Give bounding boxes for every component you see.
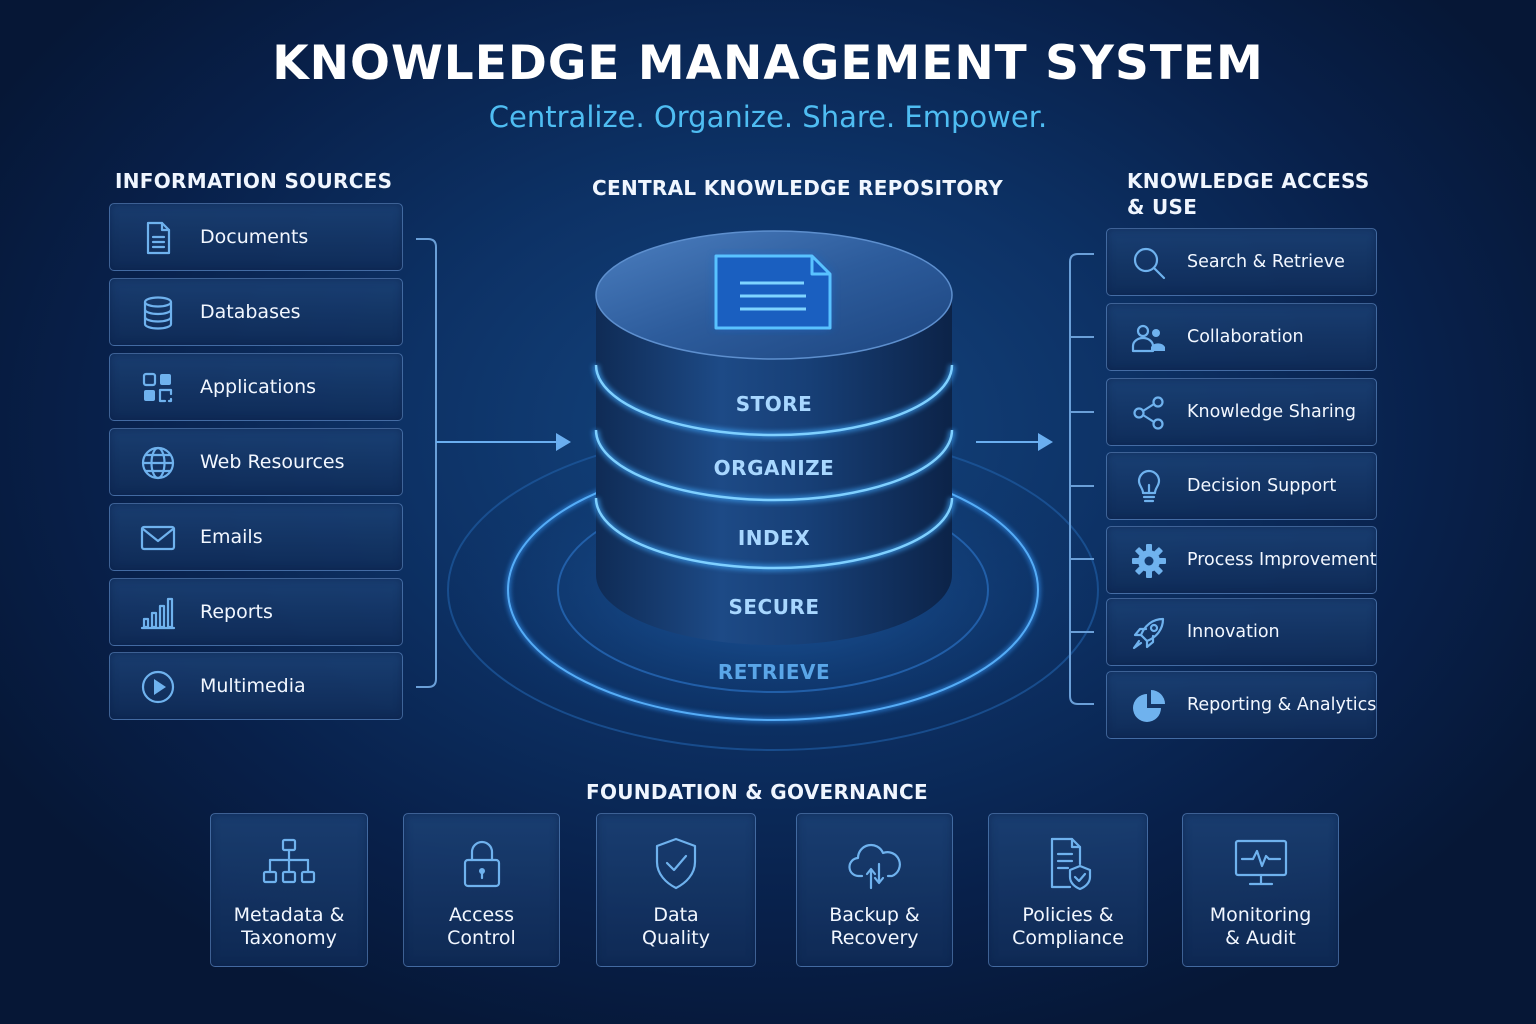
access-card-reporting-analytics[interactable]: Reporting & Analytics [1106,671,1377,739]
access-label: Reporting & Analytics [1187,695,1377,715]
foundation-label-line1: Metadata & [233,904,345,926]
foundation-label-line2: Taxonomy [241,927,337,949]
right-bracket [1069,253,1094,705]
foundation-label-line1: Data [653,904,699,926]
foundation-label: Policies &Compliance [989,904,1147,950]
layer-index: INDEX [737,526,811,550]
play-icon [141,670,175,704]
foundation-label: Backup &Recovery [797,904,952,950]
globe-icon [141,446,175,480]
foundation-label-line2: Compliance [1012,927,1124,949]
access-section-title: KNOWLEDGE ACCESS & USE [1127,168,1370,220]
source-card-databases[interactable]: Databases [109,278,403,346]
shield-check-icon [655,837,697,890]
foundation-label: Monitoring& Audit [1183,904,1338,950]
source-label: Emails [200,526,263,548]
lock-icon [463,840,500,888]
repository-document-icon [714,254,832,330]
foundation-label-line1: Policies & [1022,904,1114,926]
source-card-documents[interactable]: Documents [109,203,403,271]
left-bracket [416,238,437,688]
source-label: Reports [200,601,273,623]
foundation-card-policies-compliance[interactable]: Policies &Compliance [988,813,1148,967]
foundation-label-line2: & Audit [1225,927,1296,949]
rocket-icon [1132,617,1165,650]
foundation-label-line1: Monitoring [1209,904,1312,926]
page-tagline: Centralize. Organize. Share. Empower. [488,100,1048,134]
access-label: Search & Retrieve [1187,252,1345,272]
access-title-line1: KNOWLEDGE ACCESS [1127,169,1370,193]
foundation-section-title: FOUNDATION & GOVERNANCE [586,780,928,804]
pie-chart-icon [1133,690,1165,722]
access-card-process-improvement[interactable]: Process Improvement [1106,526,1377,594]
source-label: Documents [200,226,309,248]
layer-separator [594,429,954,502]
layer-separator [594,497,954,570]
access-card-innovation[interactable]: Innovation [1106,598,1377,666]
lightbulb-icon [1137,469,1161,503]
access-card-search[interactable]: Search & Retrieve [1106,228,1377,296]
layer-separator [594,364,954,437]
access-card-knowledge-sharing[interactable]: Knowledge Sharing [1106,378,1377,446]
source-label: Multimedia [200,675,306,697]
hierarchy-icon [262,838,316,884]
source-card-applications[interactable]: Applications [109,353,403,421]
foundation-label-line2: Quality [642,927,710,949]
document-icon [146,221,171,255]
layer-store: STORE [735,392,813,416]
foundation-card-metadata[interactable]: Metadata &Taxonomy [210,813,368,967]
access-label: Innovation [1187,622,1280,642]
page-title: KNOWLEDGE MANAGEMENT SYSTEM [272,36,1264,91]
envelope-icon [140,525,176,551]
monitor-pulse-icon [1234,839,1287,886]
bar-chart-icon [140,597,176,630]
access-card-decision-support[interactable]: Decision Support [1106,452,1377,520]
access-title-line2: & USE [1127,195,1198,219]
users-icon [1131,324,1165,353]
cloud-sync-icon [847,843,901,890]
source-label: Web Resources [200,451,345,473]
source-card-web-resources[interactable]: Web Resources [109,428,403,496]
search-icon [1133,247,1166,280]
source-label: Databases [200,301,301,323]
source-card-reports[interactable]: Reports [109,578,403,646]
left-arrowhead [556,433,571,451]
repository-section-title: CENTRAL KNOWLEDGE REPOSITORY [592,176,1004,200]
database-icon [143,296,173,330]
access-label: Knowledge Sharing [1187,402,1356,422]
foundation-label-line1: Access [448,904,515,926]
foundation-label-line2: Control [447,927,516,949]
foundation-label: Metadata &Taxonomy [211,904,367,950]
foundation-card-backup-recovery[interactable]: Backup &Recovery [796,813,953,967]
policy-document-icon [1050,837,1092,891]
share-icon [1133,396,1164,430]
access-label: Decision Support [1187,476,1337,496]
layer-organize: ORGANIZE [713,456,835,480]
right-arrowhead [1038,433,1053,451]
foundation-label-line2: Recovery [830,927,919,949]
access-card-collaboration[interactable]: Collaboration [1106,303,1377,371]
source-label: Applications [200,376,317,398]
source-card-emails[interactable]: Emails [109,503,403,571]
layer-retrieve: RETRIEVE [717,660,831,684]
gear-icon [1132,544,1166,578]
foundation-label-line1: Backup & [829,904,920,926]
foundation-card-monitoring-audit[interactable]: Monitoring& Audit [1182,813,1339,967]
sources-section-title: INFORMATION SOURCES [115,169,393,193]
applications-grid-icon [142,372,173,403]
access-label: Process Improvement [1187,550,1377,570]
layer-secure: SECURE [728,595,820,619]
source-card-multimedia[interactable]: Multimedia [109,652,403,720]
access-label: Collaboration [1187,327,1304,347]
